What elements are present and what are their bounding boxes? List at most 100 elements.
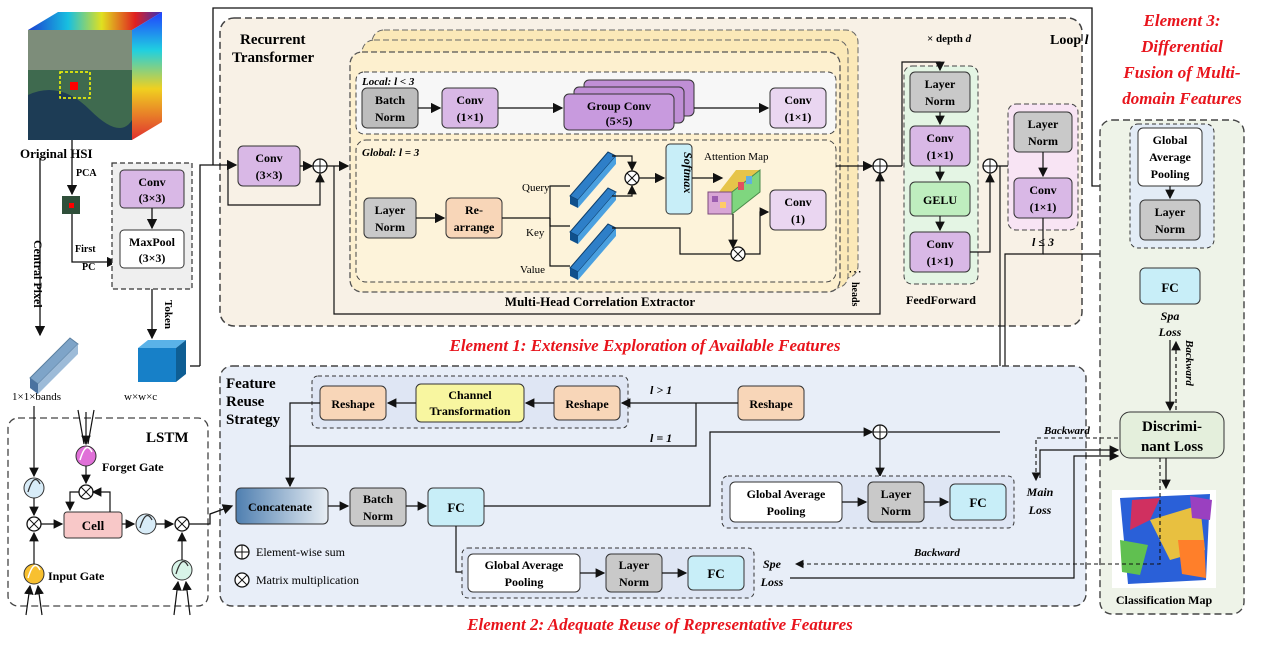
global-label: Global: l = 3 [362,147,420,159]
feedforward-label: FeedForward [906,293,976,307]
right-layer-norm-box [1139,199,1201,241]
backward-label-3: Backward [913,547,960,559]
lstm-sigmoid-1 [23,477,45,499]
original-hsi-label: Original HSI [20,146,93,161]
cond-gt-label: l > 1 [650,383,672,397]
maxpool-box [119,229,185,269]
pixel-bar [29,337,79,394]
matmul-node-1 [624,170,640,186]
pixel-dims: 1×1×bands [12,391,61,403]
spe-loss-label: Spe [763,557,782,571]
post-conv-label: Conv [1029,183,1056,197]
sum-node-1 [312,158,328,174]
conv3x3-token-label: Conv [138,175,165,189]
cond-eq-label: l = 1 [650,431,672,445]
token-label: Token [162,300,174,329]
global-conv1-label-2: (1) [791,212,805,226]
ff-layer-norm-label-2: Norm [925,94,955,108]
spe-ln-label: Layer [619,558,650,572]
global-conv1-label: Conv [784,195,811,209]
matmul-node-2 [730,246,746,262]
right-layer-norm-label-2: Norm [1155,222,1185,236]
classification-map [1112,490,1216,588]
concatenate-label: Concatenate [248,500,313,514]
rt-title: Recurrent [240,32,306,48]
post-layer-norm-label-2: Norm [1028,134,1058,148]
pca-patch [62,196,80,214]
batch-norm-label: Batch [375,93,405,107]
first-pc-label-2: PC [82,262,95,273]
lstm-matmul-3 [174,516,190,532]
local-label: Local: l < 3 [361,76,415,88]
reuse-batch-norm-label: Batch [363,492,393,506]
ff-conv2-label-2: (1×1) [927,254,954,268]
legend-mul-icon [234,572,250,588]
sum-node-4 [872,424,888,440]
loop-label: Loop l [1050,33,1089,48]
global-layer-norm-label: Layer [375,203,406,217]
query-label: Query [522,182,550,194]
main-gap-label: Global Average [747,487,826,501]
lstm-title: LSTM [146,430,189,446]
reuse-title-3: Strategy [226,412,281,428]
forget-gate-label: Forget Gate [102,460,164,474]
reuse-fc-label: FC [447,500,464,515]
element3-caption-2: Differential [1140,37,1223,56]
spe-fc-label: FC [707,566,724,581]
element3-caption-3: Fusion of Multi- [1122,63,1240,82]
cell-label: Cell [82,518,105,533]
conv3x3-label-2: (3×3) [256,168,283,182]
right-fc-box [1139,267,1201,305]
main-loss-label: Main [1026,485,1054,499]
legend-sum-icon [234,544,250,560]
main-gap-label-2: Pooling [767,504,806,518]
spa-loss-label-2: Loss [1158,325,1182,339]
attention-map-icon [707,168,761,216]
ff-layer-norm-label: Layer [925,77,956,91]
input-gate-icon [23,563,45,585]
first-pc-label: First [75,244,96,255]
key-bar [569,187,617,244]
spe-fc-box [687,555,745,591]
mhce-label: Multi-Head Correlation Extractor [505,294,696,309]
main-fc-label: FC [969,495,986,510]
spe-ln-label-2: Norm [619,575,649,589]
sum-node-3 [982,158,998,174]
local-conv1x1-label: Conv [456,93,483,107]
main-fc-box [949,483,1007,521]
main-loss-label-2: Loss [1028,503,1052,517]
reuse-batch-norm-box [349,487,407,527]
reshape-b-label: Reshape [565,397,609,411]
central-pixel-label: Central Pixel [31,240,45,308]
discriminant-loss-label-2: nant Loss [1141,439,1203,455]
group-conv-label-2: (5×5) [606,114,633,128]
channel-transform-label-2: Transformation [429,404,510,418]
rearrange-label: Re- [465,203,483,217]
ff-conv-label: Conv [926,131,953,145]
value-label: Value [520,264,545,276]
right-gap-label-3: Pooling [1151,167,1190,181]
conv3x3-label: Conv [255,151,282,165]
spe-loss-label-2: Loss [760,575,784,589]
spe-gap-label-2: Pooling [505,575,544,589]
lstm-sigmoid-3 [171,559,193,581]
original-hsi-cube [28,12,162,140]
group-conv-box [563,93,675,131]
token-dims: w×w×c [124,391,157,403]
classification-map-label: Classification Map [1116,593,1213,607]
lstm-matmul-1 [78,484,94,500]
main-ln-label-2: Norm [881,504,911,518]
right-fc-label: FC [1161,280,1178,295]
softmax-label: Softmax [681,152,695,193]
reshape-a-label: Reshape [331,397,375,411]
input-gate-label: Input Gate [48,569,105,583]
rearrange-label-2: arrange [454,220,495,234]
legend-sum-label: Element-wise sum [256,545,346,559]
reshape-c-label: Reshape [749,397,793,411]
lstm-sigmoid-2 [135,513,157,535]
heads-dots: ⋯ [848,265,862,280]
local-conv1x1b-label-2: (1×1) [785,110,812,124]
element3-caption-4: domain Features [1122,89,1242,108]
key-label: Key [526,227,545,239]
